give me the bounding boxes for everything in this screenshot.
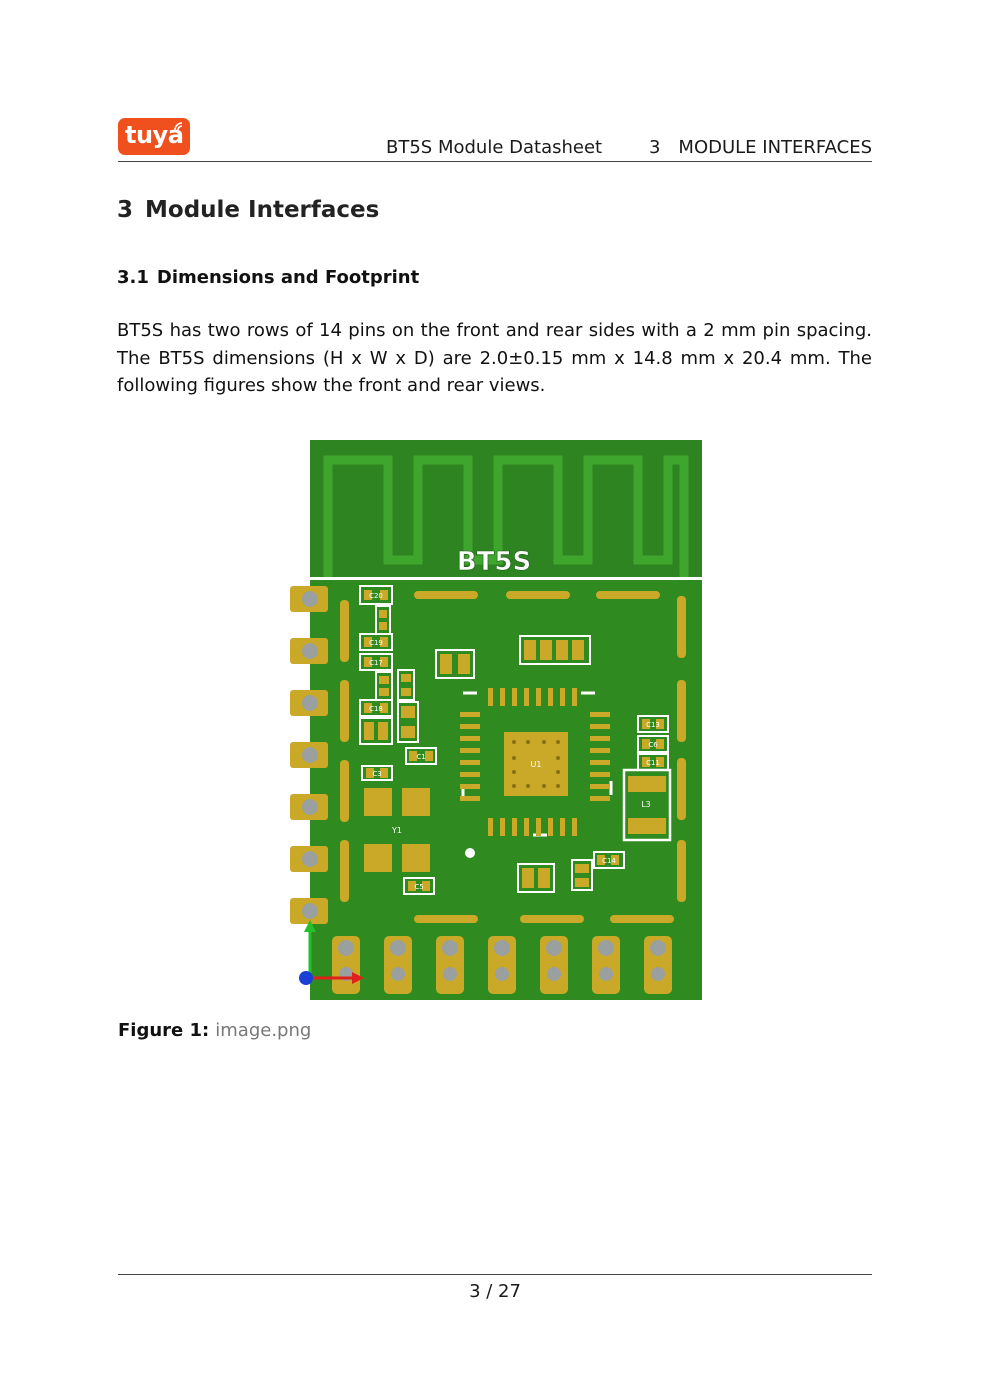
running-section-name: MODULE INTERFACES [678, 137, 872, 158]
svg-text:C1: C1 [416, 753, 425, 761]
pcb-figure: BT5S [288, 440, 702, 1000]
svg-text:C14: C14 [602, 857, 616, 865]
caption-label: Figure 1: [118, 1020, 210, 1041]
doc-title: BT5S Module Datasheet [386, 137, 603, 158]
svg-text:C11: C11 [646, 759, 660, 767]
crystal-y1: Y1 [364, 788, 430, 872]
subsection-title: Dimensions and Footprint [156, 267, 420, 288]
running-section: 3 MODULE INTERFACES [649, 137, 872, 158]
section-heading: 3 Module Interfaces [117, 197, 379, 223]
body-paragraph: BT5S has two rows of 14 pins on the fron… [117, 320, 872, 396]
svg-text:C5: C5 [414, 883, 423, 891]
wifi-icon [174, 122, 183, 131]
page-number: 3 / 27 [469, 1281, 521, 1302]
section-number: 3 [117, 197, 134, 223]
board-label: BT5S [457, 547, 531, 577]
caption-text: image.png [215, 1020, 312, 1041]
header-rule [118, 161, 872, 162]
section-title: Module Interfaces [145, 197, 380, 223]
running-section-num: 3 [648, 137, 661, 158]
svg-text:C19: C19 [369, 639, 383, 647]
svg-text:C18: C18 [369, 705, 383, 713]
chip-label: U1 [531, 760, 542, 769]
inductor-label: L3 [641, 800, 651, 809]
svg-text:C13: C13 [646, 721, 660, 729]
svg-text:C20: C20 [369, 592, 383, 600]
axis-triad [299, 920, 364, 985]
logo-text: tuya [125, 121, 184, 149]
subsection-heading: 3.1 Dimensions and Footprint [117, 267, 419, 288]
svg-text:C3: C3 [372, 770, 381, 778]
tuya-logo: tuya [118, 118, 190, 155]
chip-u1: U1 [460, 688, 613, 837]
crystal-label: Y1 [391, 826, 402, 835]
subsection-number: 3.1 [117, 267, 149, 288]
svg-text:C6: C6 [648, 741, 658, 749]
figure-caption: Figure 1:image.png [118, 1020, 311, 1041]
footer-rule [118, 1274, 872, 1275]
svg-text:C17: C17 [369, 659, 383, 667]
